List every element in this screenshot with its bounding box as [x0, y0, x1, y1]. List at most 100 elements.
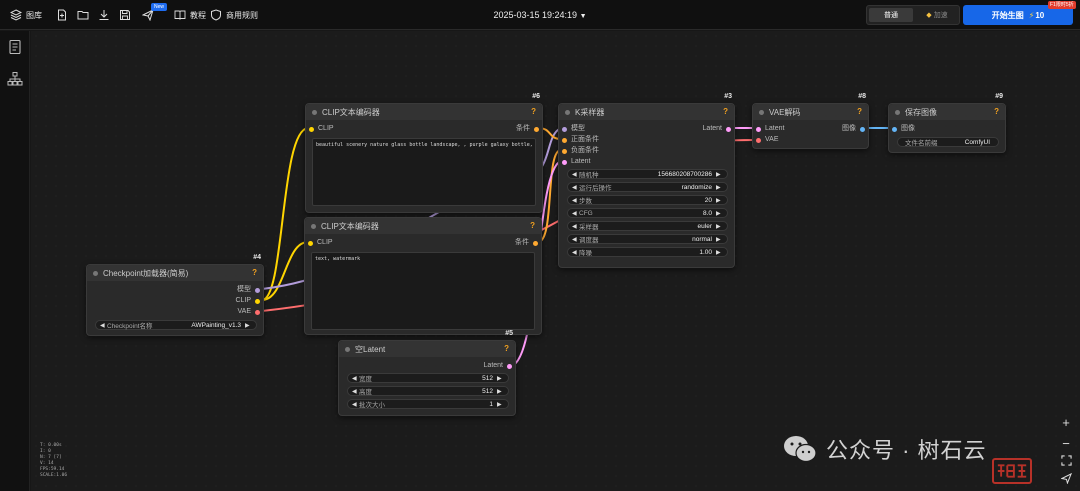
- input-positive[interactable]: 正面条件: [562, 135, 599, 145]
- port-dot[interactable]: [533, 240, 538, 246]
- gallery-button[interactable]: 图库: [9, 0, 42, 30]
- widget-denoise[interactable]: ◀ 降噪 1.00 ▶: [567, 247, 728, 257]
- widget-height[interactable]: ◀ 高度 512 ▶: [347, 386, 509, 396]
- widget-width[interactable]: ◀ 宽度 512 ▶: [347, 373, 509, 383]
- help-icon[interactable]: ?: [531, 107, 536, 116]
- port-dot[interactable]: [726, 126, 731, 132]
- widget-control-after[interactable]: ◀ 运行后操作 randomize ▶: [567, 182, 728, 192]
- node-title-bar[interactable]: VAE解码: [753, 104, 868, 120]
- decrement-arrow-icon[interactable]: ◀: [352, 375, 357, 382]
- help-icon[interactable]: ?: [857, 107, 862, 116]
- node-ksampler[interactable]: #3 K采样器 ? 模型 正面条件 负面条件 Latent Latent ◀ 随…: [558, 93, 735, 268]
- increment-arrow-icon[interactable]: ▶: [716, 236, 721, 243]
- help-icon[interactable]: ?: [252, 268, 257, 277]
- port-dot[interactable]: [255, 287, 260, 293]
- node-checkpoint-loader[interactable]: #4 Checkpoint加载器(简易) ? 模型 CLIP VAE ◀ Che…: [86, 254, 264, 336]
- new-workflow-button[interactable]: [55, 0, 69, 30]
- pointer-button[interactable]: [1056, 470, 1076, 488]
- decrement-arrow-icon[interactable]: ◀: [352, 401, 357, 408]
- rules-button[interactable]: 商用规则: [209, 0, 258, 30]
- datetime-dropdown[interactable]: 2025-03-15 19:24:19 ▼: [493, 10, 586, 20]
- help-icon[interactable]: ?: [530, 221, 535, 230]
- output-latent[interactable]: Latent: [484, 361, 512, 371]
- widget-cfg[interactable]: ◀ CFG 8.0 ▶: [567, 208, 728, 218]
- output-latent[interactable]: Latent: [703, 124, 731, 134]
- increment-arrow-icon[interactable]: ▶: [716, 210, 721, 217]
- save-button[interactable]: [118, 0, 132, 30]
- node-canvas[interactable]: [31, 31, 1080, 491]
- port-dot[interactable]: [308, 240, 313, 246]
- hierarchy-icon[interactable]: [7, 71, 23, 87]
- widget-filename-prefix[interactable]: 文件名前缀 ComfyUI: [897, 137, 999, 147]
- node-collapse-dot[interactable]: [565, 109, 570, 115]
- decrement-arrow-icon[interactable]: ◀: [572, 236, 577, 243]
- port-dot[interactable]: [562, 137, 567, 143]
- widget-batch-size[interactable]: ◀ 批次大小 1 ▶: [347, 399, 509, 409]
- node-title-bar[interactable]: 保存图像: [889, 104, 1005, 120]
- decrement-arrow-icon[interactable]: ◀: [572, 184, 577, 191]
- zoom-in-button[interactable]: +: [1056, 413, 1076, 431]
- widget-seed[interactable]: ◀ 随机种 156680208700286 ▶: [567, 169, 728, 179]
- widget-steps[interactable]: ◀ 步数 20 ▶: [567, 195, 728, 205]
- zoom-out-button[interactable]: −: [1056, 434, 1076, 452]
- input-clip[interactable]: CLIP: [308, 238, 333, 248]
- node-collapse-dot[interactable]: [345, 346, 350, 352]
- node-collapse-dot[interactable]: [312, 109, 317, 115]
- widget-scheduler[interactable]: ◀ 调度器 normal ▶: [567, 234, 728, 244]
- widget-sampler[interactable]: ◀ 采样器 euler ▶: [567, 221, 728, 231]
- port-dot[interactable]: [309, 126, 314, 132]
- decrement-arrow-icon[interactable]: ◀: [572, 223, 577, 230]
- port-dot[interactable]: [892, 126, 897, 132]
- decrement-arrow-icon[interactable]: ◀: [572, 249, 577, 256]
- increment-arrow-icon[interactable]: ▶: [245, 322, 250, 329]
- decrement-arrow-icon[interactable]: ◀: [100, 322, 105, 329]
- increment-arrow-icon[interactable]: ▶: [716, 223, 721, 230]
- output-image[interactable]: 图像: [842, 124, 865, 134]
- node-empty-latent[interactable]: #5 空Latent ? Latent ◀ 宽度 512 ▶ ◀ 高度 512 …: [338, 330, 516, 416]
- decrement-arrow-icon[interactable]: ◀: [572, 210, 577, 217]
- input-latent[interactable]: Latent: [756, 124, 784, 134]
- output-model[interactable]: 模型: [237, 285, 260, 295]
- input-model[interactable]: 模型: [562, 124, 585, 134]
- input-latent[interactable]: Latent: [562, 157, 590, 167]
- increment-arrow-icon[interactable]: ▶: [497, 401, 502, 408]
- node-vae-decode[interactable]: #8 VAE解码 ? Latent VAE 图像: [752, 93, 869, 149]
- node-collapse-dot[interactable]: [93, 270, 98, 276]
- port-dot[interactable]: [562, 126, 567, 132]
- node-title-bar[interactable]: Checkpoint加载器(简易): [87, 265, 263, 281]
- node-collapse-dot[interactable]: [311, 223, 316, 229]
- input-image[interactable]: 图像: [892, 124, 915, 134]
- node-save-image[interactable]: #9 保存图像 ? 图像 文件名前缀 ComfyUI: [888, 93, 1006, 153]
- output-conditioning[interactable]: 条件: [515, 238, 538, 248]
- increment-arrow-icon[interactable]: ▶: [716, 184, 721, 191]
- increment-arrow-icon[interactable]: ▶: [716, 197, 721, 204]
- download-button[interactable]: [97, 0, 111, 30]
- decrement-arrow-icon[interactable]: ◀: [572, 171, 577, 178]
- prompt-textarea[interactable]: beautiful scenery nature glass bottle la…: [312, 138, 536, 206]
- port-dot[interactable]: [562, 148, 567, 154]
- publish-button[interactable]: [141, 0, 155, 30]
- port-dot[interactable]: [756, 137, 761, 143]
- widget-checkpoint-name[interactable]: ◀ Checkpoint名称 AWPainting_v1.3 ▶: [95, 320, 257, 330]
- port-dot[interactable]: [507, 363, 512, 369]
- output-clip[interactable]: CLIP: [235, 296, 260, 306]
- node-title-bar[interactable]: CLIP文本编码器: [306, 104, 542, 120]
- decrement-arrow-icon[interactable]: ◀: [352, 388, 357, 395]
- input-vae[interactable]: VAE: [756, 135, 779, 145]
- fit-view-button[interactable]: [1056, 452, 1076, 470]
- input-clip[interactable]: CLIP: [309, 124, 334, 134]
- node-collapse-dot[interactable]: [759, 109, 764, 115]
- port-dot[interactable]: [860, 126, 865, 132]
- start-generate-button[interactable]: 开始生图 ⚡ 10: [963, 5, 1073, 25]
- help-icon[interactable]: ?: [723, 107, 728, 116]
- port-dot[interactable]: [255, 309, 260, 315]
- port-dot[interactable]: [756, 126, 761, 132]
- port-dot[interactable]: [534, 126, 539, 132]
- increment-arrow-icon[interactable]: ▶: [497, 388, 502, 395]
- document-icon[interactable]: [7, 39, 23, 55]
- input-negative[interactable]: 负面条件: [562, 146, 599, 156]
- port-dot[interactable]: [562, 159, 567, 165]
- increment-arrow-icon[interactable]: ▶: [716, 249, 721, 256]
- mode-normal-button[interactable]: 普通: [869, 8, 913, 22]
- node-collapse-dot[interactable]: [895, 109, 900, 115]
